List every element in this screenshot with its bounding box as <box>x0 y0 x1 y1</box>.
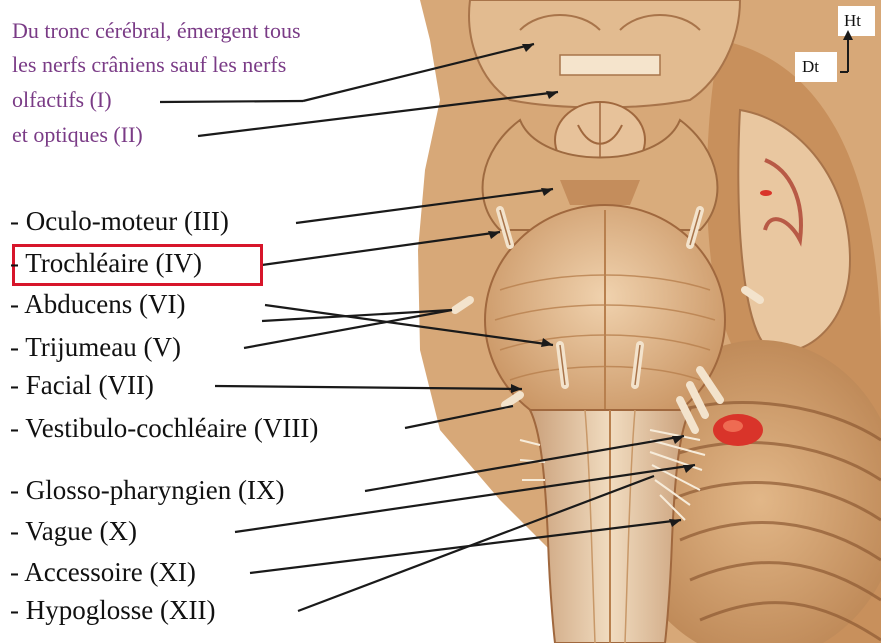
intro-line-3: olfactifs (I) <box>12 89 112 111</box>
label-trochleaire: - Trochléaire (IV) <box>10 250 202 277</box>
orientation-up-label: Ht <box>844 12 861 29</box>
label-hypoglosse: - Hypoglosse (XII) <box>10 597 215 624</box>
label-accessoire: - Accessoire (XI) <box>10 559 196 586</box>
intro-line-2: les nerfs crâniens sauf les nerfs <box>12 54 286 76</box>
label-vague: - Vague (X) <box>10 518 137 545</box>
frontal-region <box>469 0 740 108</box>
orientation-right-label: Dt <box>802 58 819 75</box>
intro-line-1: Du tronc cérébral, émergent tous <box>12 20 301 42</box>
label-oculo-moteur: - Oculo-moteur (III) <box>10 208 229 235</box>
pointer-line-intro-2 <box>160 101 303 102</box>
label-trijumeau: - Trijumeau (V) <box>10 334 181 361</box>
label-glosso-pharyngien: - Glosso-pharyngien (IX) <box>10 477 284 504</box>
label-vestibulo-cochleaire: - Vestibulo-cochléaire (VIII) <box>10 415 318 442</box>
intro-line-4: et optiques (II) <box>12 124 143 146</box>
label-facial: - Facial (VII) <box>10 372 154 399</box>
label-abducens: - Abducens (VI) <box>10 291 185 318</box>
